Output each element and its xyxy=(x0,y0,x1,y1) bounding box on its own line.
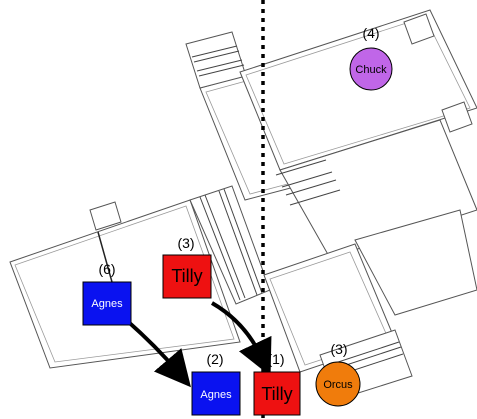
agnes-leader-line xyxy=(97,231,113,283)
token-orcus-label: Orcus xyxy=(323,379,353,391)
room-top-right-inner xyxy=(245,16,471,165)
token-agnes-end[interactable]: Agnes (2) xyxy=(191,351,241,416)
token-agnes-end-box xyxy=(191,371,241,416)
room-left-wing-inner xyxy=(14,205,235,363)
token-agnes-end-number: (2) xyxy=(206,351,223,367)
alcove-top-right xyxy=(403,13,435,45)
stair-middle-lines xyxy=(275,159,341,206)
stair-lines xyxy=(199,188,263,301)
room-right xyxy=(354,209,477,316)
token-chuck-circle xyxy=(349,47,393,91)
token-tilly-end-box xyxy=(253,371,301,416)
token-chuck-label: Chuck xyxy=(355,64,387,76)
token-tilly-end-label: Tilly xyxy=(261,384,292,404)
token-orcus-circle xyxy=(315,361,361,407)
token-tilly-end[interactable]: Tilly (1) xyxy=(253,351,301,416)
token-agnes-start-box xyxy=(82,281,132,326)
token-tilly-start[interactable]: Tilly (3) xyxy=(162,235,212,299)
token-agnes-start[interactable]: Agnes (6) xyxy=(82,261,132,326)
token-chuck[interactable]: Chuck (4) xyxy=(349,25,393,91)
token-tilly-start-box xyxy=(162,254,212,299)
stair-upper-left-lines xyxy=(191,45,245,77)
floor-plan xyxy=(9,9,477,401)
move-arrow-tilly xyxy=(211,301,272,377)
token-orcus-number: (3) xyxy=(330,341,347,357)
token-chuck-number: (4) xyxy=(362,25,379,41)
token-tilly-start-label: Tilly xyxy=(171,266,202,286)
token-tilly-end-number: (1) xyxy=(267,351,284,367)
token-orcus[interactable]: Orcus (3) xyxy=(315,341,361,407)
token-agnes-end-label: Agnes xyxy=(200,389,232,401)
room-top-right xyxy=(239,9,477,171)
token-agnes-start-number: (6) xyxy=(98,261,115,277)
alcove-left xyxy=(89,201,122,231)
token-tilly-start-number: (3) xyxy=(177,235,194,251)
token-agnes-start-label: Agnes xyxy=(91,298,123,310)
alcove-right xyxy=(441,101,473,133)
